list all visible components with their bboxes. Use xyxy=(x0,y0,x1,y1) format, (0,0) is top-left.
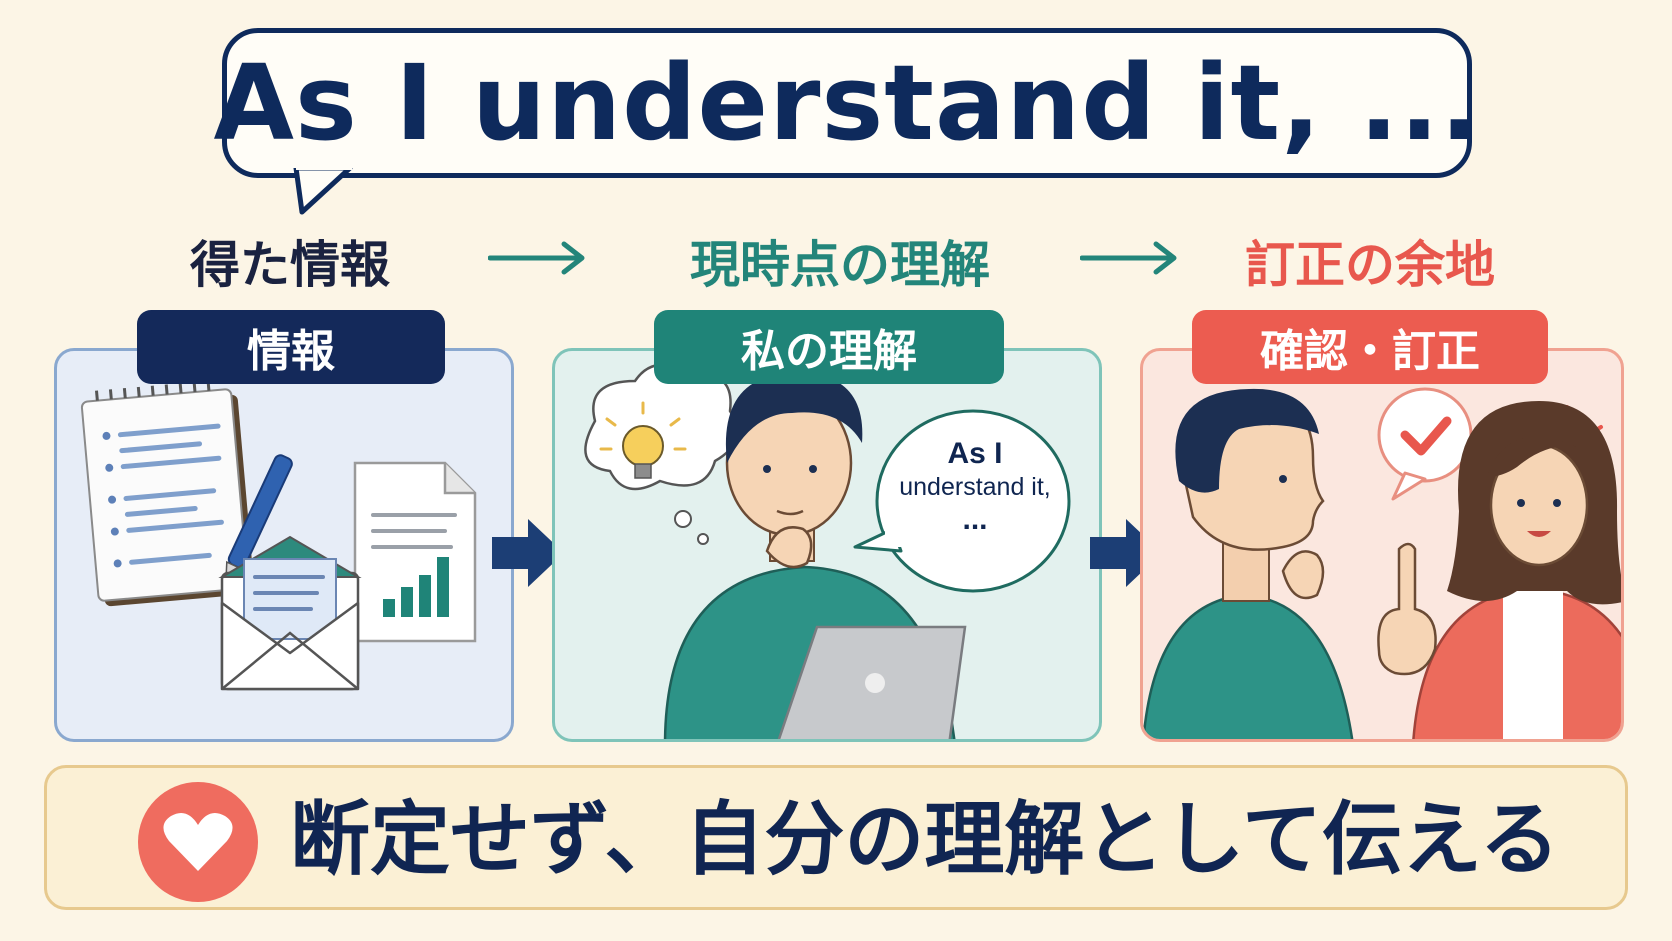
step-arrow-2-icon xyxy=(1080,241,1177,275)
laptop-icon xyxy=(777,625,967,739)
heart-icon xyxy=(163,813,233,871)
flow-arrow-1-icon xyxy=(492,519,564,587)
notepad-icon xyxy=(80,380,255,607)
lightbulb-icon xyxy=(599,401,687,479)
panel-tag-information: 情報 xyxy=(137,310,445,384)
panel-tag-my-understanding: 私の理解 xyxy=(654,310,1004,384)
panel-confirm-correct xyxy=(1140,348,1624,742)
bottom-banner xyxy=(44,765,1628,910)
envelope-icon xyxy=(218,535,362,691)
title-speech-bubble: As I understand it, ... xyxy=(214,28,1479,178)
checkmark-bubble-icon xyxy=(1377,387,1473,501)
speech-line-3: ... xyxy=(962,503,988,536)
thinking-person-illustration xyxy=(584,363,1071,739)
title-text: As I understand it, ... xyxy=(213,42,1481,164)
step-label-current-understanding: 現時点の理解 xyxy=(690,236,990,294)
report-document-icon xyxy=(353,461,477,643)
step-label-room-for-correction: 訂正の余地 xyxy=(1245,236,1495,294)
step-label-information: 得た情報 xyxy=(190,236,390,294)
panel-tag-confirm-correct: 確認・訂正 xyxy=(1192,310,1548,384)
documents-illustration xyxy=(80,380,477,691)
speech-bubble-tail xyxy=(293,168,353,215)
confirmation-illustration xyxy=(1143,387,1621,739)
speech-line-2: understand it, xyxy=(899,473,1051,501)
banner-message: 断定せず、自分の理解として伝える xyxy=(290,793,1560,886)
panel-my-understanding: As I understand it, ... xyxy=(552,348,1102,742)
step-arrow-1-icon xyxy=(488,241,585,275)
speech-line-1: As I xyxy=(947,437,1003,470)
panel-information xyxy=(54,348,514,742)
heart-badge xyxy=(138,782,258,902)
speech-bubble-icon xyxy=(853,409,1071,593)
